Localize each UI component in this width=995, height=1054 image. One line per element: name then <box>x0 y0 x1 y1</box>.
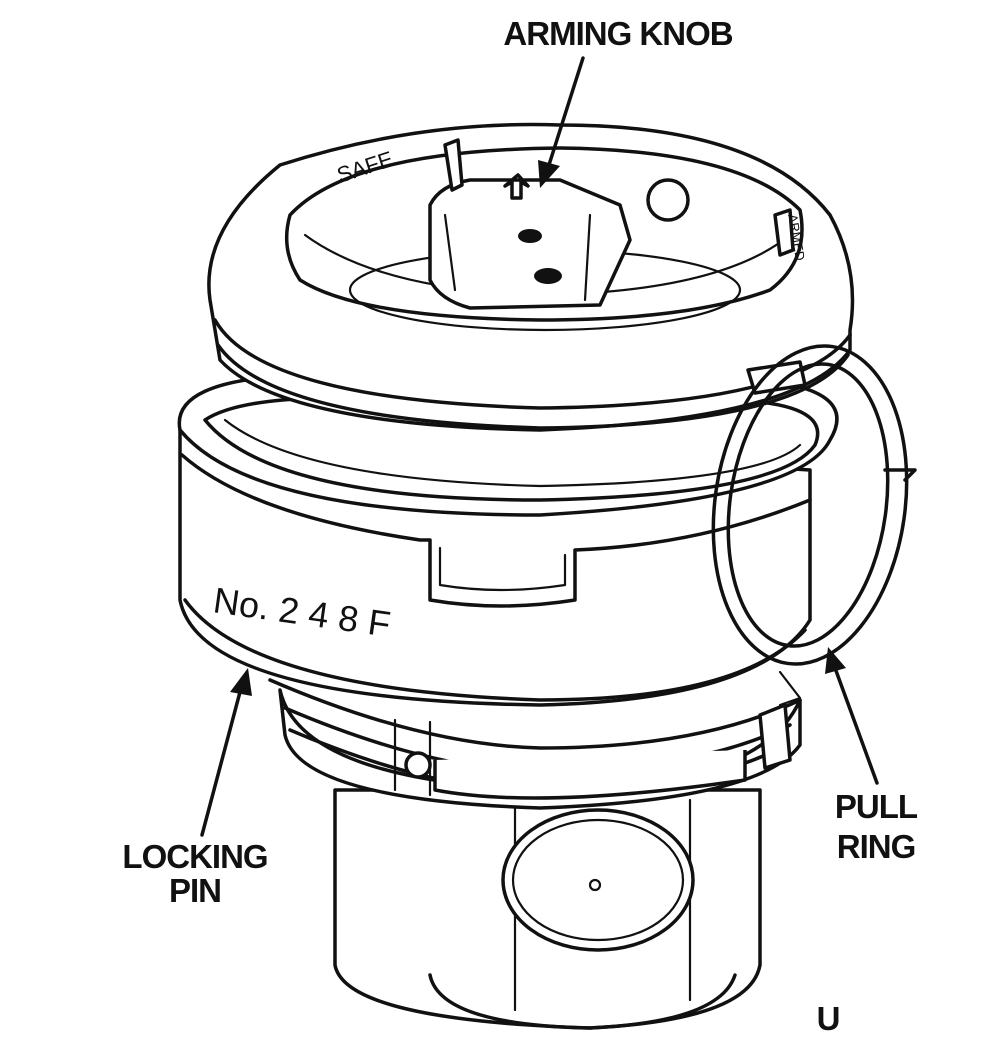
callout-pull-ring-line1: PULL <box>835 788 918 825</box>
callout-locking-pin-line1: LOCKING <box>122 838 267 875</box>
cap-hole <box>646 178 690 222</box>
armed-marker <box>773 208 795 257</box>
leader-pull-ring <box>825 647 879 785</box>
fuze-lower-body <box>333 788 762 1030</box>
callout-pull-ring-line2: RING <box>837 828 916 865</box>
safe-marker <box>443 138 464 192</box>
figure-letter: U <box>817 1000 840 1037</box>
locking-pin-head <box>404 751 432 779</box>
leader-locking-pin <box>200 668 252 837</box>
callout-arming-knob: ARMING KNOB <box>503 15 732 52</box>
leader-arming-knob <box>538 56 585 188</box>
pull-ring <box>711 344 917 707</box>
arming-knob <box>428 178 632 310</box>
fuze-upper-cap <box>207 122 855 432</box>
callout-locking-pin-line2: PIN <box>169 872 221 909</box>
threaded-band <box>268 678 802 810</box>
